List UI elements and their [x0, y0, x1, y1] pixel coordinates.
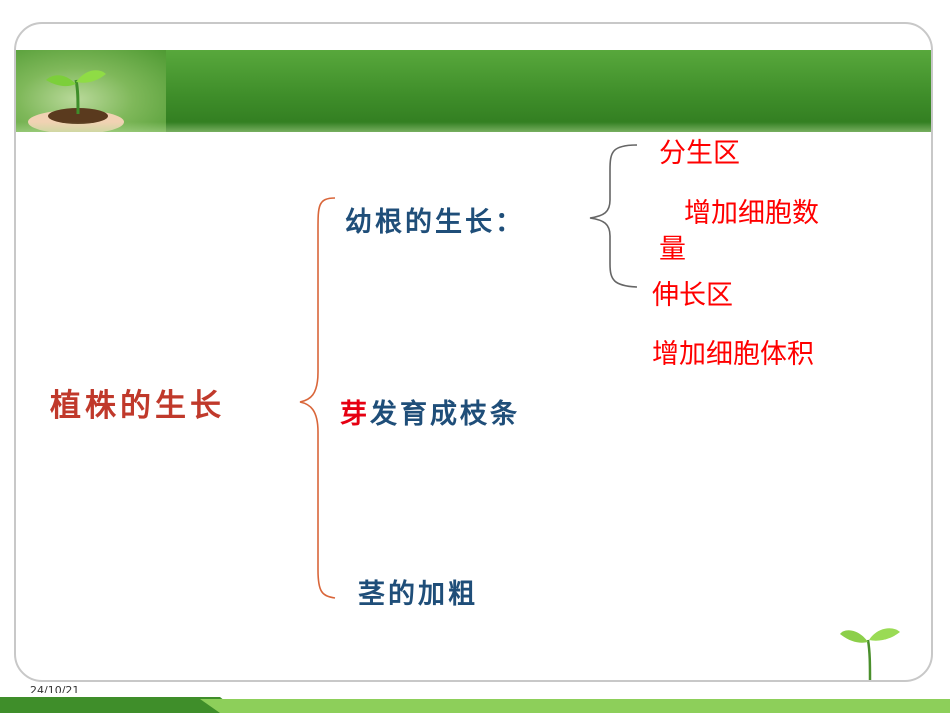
branch-bud-rest: 发育成枝条 — [370, 399, 520, 430]
footer-band — [0, 693, 950, 713]
root-bracket — [299, 197, 336, 599]
branch-bud-development: 芽发育成枝条 — [340, 392, 520, 431]
root-branch-bracket — [589, 144, 638, 288]
leaf-meristem-effect-line1: 增加细胞数 — [684, 198, 819, 229]
branch-root-growth: 幼根的生长： — [345, 200, 525, 239]
leaf-elongation-zone: 伸长区 — [652, 280, 733, 311]
sprout-icon — [840, 628, 900, 680]
seedling-in-hand-image — [16, 50, 166, 134]
branch-bud-highlight: 芽 — [340, 399, 370, 430]
branch-stem-thickening: 茎的加粗 — [358, 579, 478, 610]
root-node: 植株的生长 — [50, 388, 225, 424]
header-banner — [16, 50, 931, 134]
leaf-meristem-zone: 分生区 — [659, 138, 740, 169]
leaf-elongation-effect: 增加细胞体积 — [652, 339, 814, 370]
slide-frame — [14, 22, 933, 682]
leaf-meristem-effect-line2: 量 — [659, 234, 686, 265]
branch-root-growth-label: 幼根的生长 — [345, 207, 495, 238]
branch-root-growth-colon: ： — [495, 207, 525, 238]
